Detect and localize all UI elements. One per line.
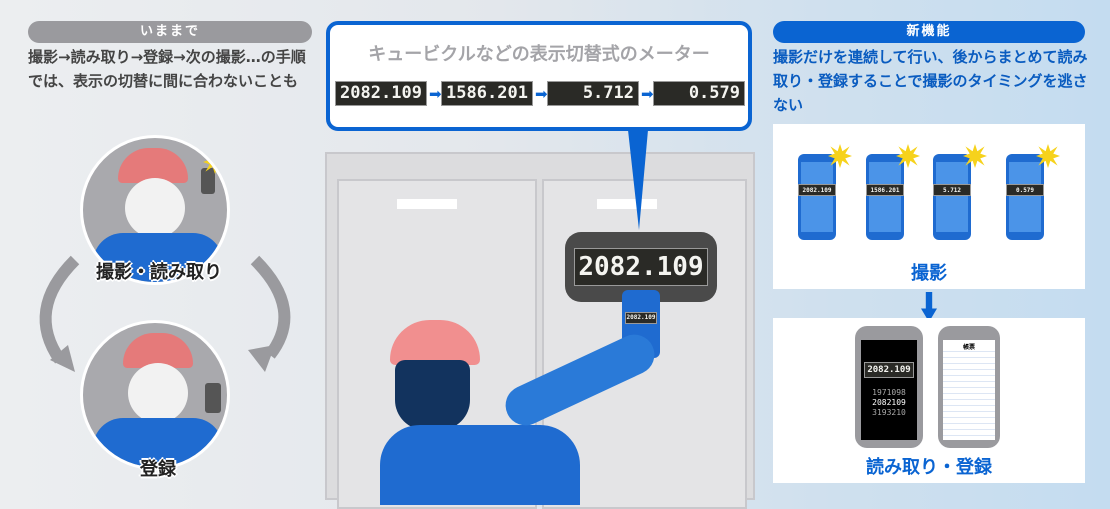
capture-panel: 2082.109 1586.201 5.712 0.579 撮影	[773, 124, 1085, 289]
scan-row: 3193210	[872, 408, 906, 417]
reading-2: 1586.201	[441, 81, 533, 106]
before-description: 撮影→読み取り→登録→次の撮影…の手順では、表示の切替に間に合わないことも	[28, 48, 306, 90]
captured-reading-3: 5.712	[933, 184, 971, 196]
meter-callout	[326, 21, 752, 131]
reading-4: 0.579	[653, 81, 745, 106]
cycle-arrows-icon	[39, 255, 291, 372]
scan-row: 2082109	[872, 398, 906, 407]
scanner-reading: 2082.109	[864, 362, 914, 378]
phone-display: 2082.109	[625, 312, 657, 324]
capture-label: 撮影	[911, 263, 947, 284]
scanner-phone: 2082.109 1971098 2082109 3193210	[855, 326, 923, 448]
worker-head	[395, 360, 470, 430]
meter-display: 2082.109	[574, 248, 708, 286]
worker-body	[380, 425, 580, 505]
arrow-right-icon: ➡	[535, 85, 548, 103]
reading-1: 2082.109	[335, 81, 427, 106]
worker-photographing-illustration	[80, 135, 230, 285]
scan-row: 1971098	[872, 388, 906, 397]
callout-title: キュービクルなどの表示切替式のメーター	[368, 44, 710, 65]
read-register-label: 読み取り・登録	[866, 457, 992, 478]
ledger-title: 帳票	[943, 342, 995, 351]
read-register-panel: 2082.109 1971098 2082109 3193210 帳票 読み取り…	[773, 318, 1085, 483]
captured-reading-4: 0.579	[1006, 184, 1044, 196]
step-capture-read-label: 撮影・読み取り	[96, 262, 222, 283]
step-register-label: 登録	[140, 459, 176, 480]
reading-3: 5.712	[547, 81, 639, 106]
arrow-right-icon: ➡	[429, 85, 442, 103]
worker-registering-illustration	[80, 320, 230, 470]
captured-reading-2: 1586.201	[866, 184, 904, 196]
before-header: いままで	[28, 21, 312, 43]
new-feature-description: 撮影だけを連続して行い、後からまとめて読み取り・登録することで撮影のタイミングを…	[773, 48, 1088, 114]
new-feature-header: 新機能	[773, 21, 1085, 43]
captured-reading-1: 2082.109	[798, 184, 836, 196]
ledger-phone: 帳票	[938, 326, 1000, 448]
arrow-right-icon: ➡	[641, 85, 654, 103]
